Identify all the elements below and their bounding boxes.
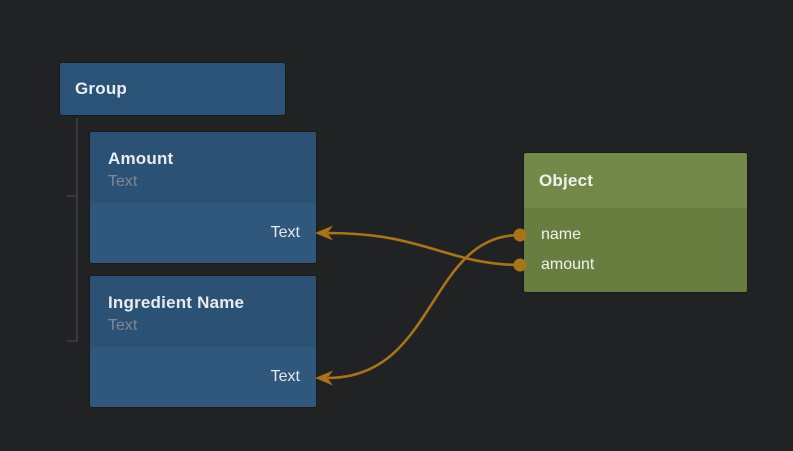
group-node[interactable]: Group <box>60 63 285 115</box>
node-amount-title: Amount <box>108 149 174 168</box>
node-amount[interactable]: Amount Text Text <box>90 132 316 263</box>
arrowhead-ingredient-icon <box>315 370 333 386</box>
wire-name-connection[interactable] <box>327 233 520 380</box>
node-ingredient-name[interactable]: Ingredient Name Text Text <box>90 276 316 407</box>
node-ingredient-header: Ingredient Name Text <box>90 276 316 347</box>
node-object-input-name[interactable]: name <box>541 226 582 243</box>
node-ingredient-output-row: Text <box>90 347 316 407</box>
node-object[interactable]: Object name amount <box>524 153 747 292</box>
arrowhead-amount-icon <box>315 225 333 241</box>
node-amount-subtitle: Text <box>108 173 138 190</box>
node-amount-output-row: Text <box>90 203 316 263</box>
node-object-header: Object <box>524 153 747 208</box>
node-object-title: Object <box>539 170 594 190</box>
group-title: Group <box>75 79 127 98</box>
node-amount-header: Amount Text <box>90 132 316 203</box>
node-object-body: name amount <box>524 208 747 292</box>
group-tree-bracket <box>67 118 78 342</box>
node-ingredient-title: Ingredient Name <box>108 293 245 312</box>
node-amount-output-port[interactable]: Text <box>270 224 300 241</box>
node-ingredient-output-port[interactable]: Text <box>270 368 300 385</box>
node-object-input-amount[interactable]: amount <box>541 256 595 273</box>
wire-amount-connection[interactable] <box>327 231 520 267</box>
node-ingredient-subtitle: Text <box>108 317 138 334</box>
